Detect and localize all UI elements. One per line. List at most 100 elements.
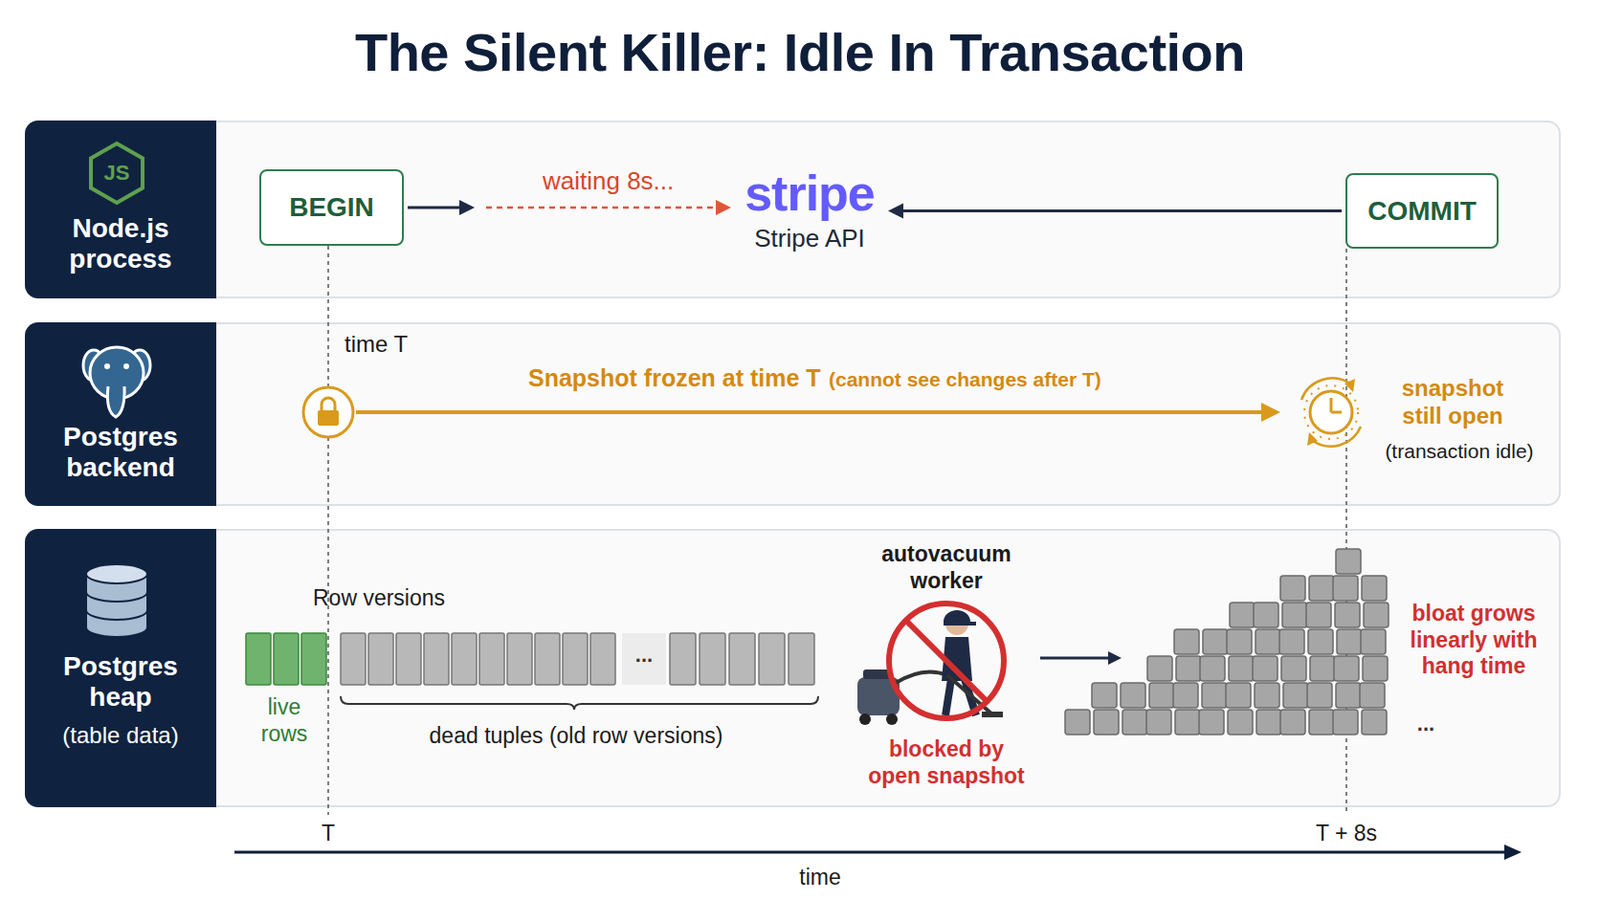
- dead-tuple: [1279, 629, 1305, 655]
- dead-tuple: [1227, 710, 1253, 735]
- time-axis: [234, 851, 1508, 855]
- dead-tuple: [451, 633, 477, 686]
- dead-tuple: [396, 633, 422, 686]
- dead-tuple: [1309, 576, 1334, 601]
- time-guide: [327, 245, 330, 816]
- dead-tuple: [1256, 710, 1282, 735]
- dead-tuple: [1146, 710, 1172, 735]
- dead-tuple: [1225, 683, 1251, 709]
- live-row: [301, 633, 327, 686]
- dead-tuple: [1307, 683, 1333, 709]
- service-node: stripeStripe API: [734, 168, 885, 254]
- dead-tuple: [788, 633, 815, 686]
- arrow: [1040, 657, 1111, 661]
- dead-tuple: [340, 633, 366, 686]
- annotation: T + 8s: [1298, 821, 1395, 848]
- dead-tuple: [729, 633, 756, 686]
- box-label: BEGIN: [288, 192, 375, 223]
- dead-tuple: [1202, 629, 1228, 655]
- dead-tuple: [534, 633, 560, 686]
- annotation: dead tuples (old row versions): [375, 723, 778, 751]
- dead-tuple: [1309, 710, 1334, 735]
- dead-tuple: [1122, 710, 1148, 735]
- annotation: snapshot still open: [1390, 375, 1515, 431]
- dead-tuple: [1333, 656, 1359, 682]
- dead-tuple: [1199, 710, 1224, 735]
- row-header-text: Postgres backend: [24, 422, 217, 484]
- row-header-text: Postgres heap (table data): [24, 651, 217, 751]
- dead-tuple: [1362, 656, 1388, 682]
- dead-tuple: [423, 633, 449, 686]
- dead-tuple: [1283, 683, 1309, 709]
- dead-tuple: [1363, 602, 1389, 628]
- box-label: COMMIT: [1367, 196, 1477, 227]
- dead-tuple: [1280, 576, 1306, 601]
- dead-tuple: [1360, 629, 1386, 655]
- dead-tuple: [1253, 602, 1279, 628]
- dead-tuple: [1308, 629, 1334, 655]
- dead-tuple: [368, 633, 394, 686]
- dead-tuple: [1282, 602, 1308, 628]
- service-logo: stripe: [734, 168, 885, 219]
- arrow-head: [1504, 844, 1522, 861]
- annotation: time T: [344, 331, 408, 359]
- annotation: blocked by open snapshot: [865, 736, 1028, 790]
- dead-tuple: [1093, 710, 1119, 735]
- lock-icon: [303, 387, 354, 438]
- dead-tuple: [1255, 629, 1281, 655]
- dead-tuple: [1333, 576, 1358, 601]
- edge-label: waiting 8s...: [542, 166, 674, 197]
- row-title: Postgres backend: [32, 422, 209, 484]
- dead-tuple: [1306, 602, 1332, 628]
- dead-tuple: [1335, 683, 1361, 709]
- annotation: autovacuum worker: [863, 541, 1031, 595]
- dead-tuple: [1120, 683, 1146, 709]
- annotation: (transaction idle): [1363, 439, 1556, 464]
- dead-tuple: [1310, 656, 1335, 682]
- dead-tuple: [669, 633, 696, 686]
- annotation: (cannot see changes after T): [828, 367, 1102, 392]
- dead-tuple: [562, 633, 588, 686]
- row-subtitle: (table data): [32, 722, 209, 751]
- dead-tuple: [1147, 656, 1173, 682]
- annotation: Snapshot frozen at time T: [528, 363, 822, 393]
- annotation: T: [309, 821, 348, 848]
- annotation: ...: [622, 643, 667, 668]
- dead-tuple: [1359, 683, 1385, 709]
- row-title: Node.js process: [32, 213, 209, 275]
- service-name: Stripe API: [734, 223, 885, 254]
- dead-tuple: [1175, 710, 1200, 735]
- dead-tuple: [1149, 683, 1175, 709]
- title: The Silent Killer: Idle In Transaction: [0, 21, 1600, 84]
- dead-tuple: [1174, 629, 1200, 655]
- snapshot-arrow: [355, 410, 1266, 415]
- annotation: bloat grows linearly with hang time: [1397, 600, 1551, 681]
- dead-tuple: [1254, 683, 1280, 709]
- dead-tuple: [1201, 683, 1227, 709]
- dead-tuple: [1361, 710, 1387, 735]
- dead-tuple: [479, 633, 505, 686]
- dead-tuple: [1173, 683, 1199, 709]
- ellipsis-ground: [622, 633, 667, 686]
- annotation: JS: [95, 160, 138, 186]
- dead-tuple: [1200, 656, 1225, 682]
- dead-tuple: [758, 633, 785, 686]
- dead-tuple: [1091, 683, 1117, 709]
- row-title: Postgres heap: [32, 651, 209, 713]
- dead-tuple: [507, 633, 533, 686]
- row-header-text: Node.js process: [24, 213, 217, 275]
- database-icon: [86, 564, 148, 638]
- dead-tuple: [1252, 656, 1278, 682]
- dead-tuple: [1336, 629, 1362, 655]
- annotation: live rows: [250, 694, 318, 748]
- dead-tuple: [1229, 602, 1255, 628]
- annotation: Row versions: [312, 585, 445, 613]
- dead-tuple: [1361, 576, 1387, 601]
- dead-tuple: [1333, 710, 1358, 735]
- annotation: ...: [1406, 711, 1445, 737]
- dead-tuple: [699, 633, 726, 686]
- dead-tuple: [590, 633, 616, 686]
- dead-tuple: [1176, 656, 1201, 682]
